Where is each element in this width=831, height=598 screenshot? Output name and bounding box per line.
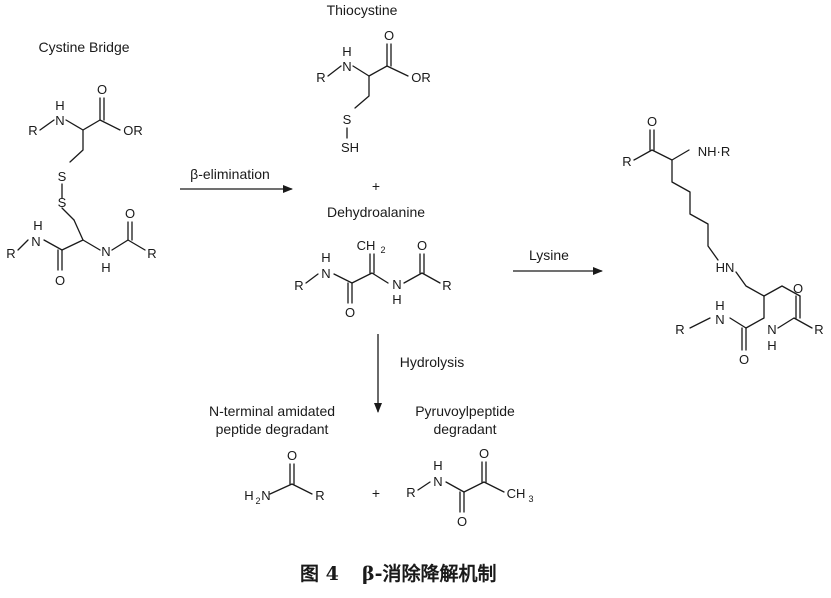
atom-or: OR [411,70,431,85]
atom-o: O [97,82,107,97]
atom-sh: SH [341,140,359,155]
atom-r: R [814,322,823,337]
atom-s: S [343,112,352,127]
subscript: 3 [528,494,533,504]
atom-r: R [316,70,325,85]
n-terminal-label-line1: N-terminal amidated [209,403,335,419]
cystine-bridge-label: Cystine Bridge [38,39,129,55]
cystine-bridge-structure: Cystine Bridge R N H O OR S S H N R O N … [6,39,156,288]
atom-r: R [442,278,451,293]
n-terminal-amide-structure: N-terminal amidated peptide degradant H … [209,403,335,506]
dehydroalanine-label: Dehydroalanine [327,204,425,220]
plus-sign: + [372,178,380,194]
atom-o: O [739,352,749,367]
atom-o: O [55,273,65,288]
atom-r: R [294,278,303,293]
atom-o: O [479,446,489,461]
pyruvoyl-peptide-structure: Pyruvoylpeptide degradant H N R O O CH 3 [406,403,533,529]
pyruvoyl-label-line1: Pyruvoylpeptide [415,403,515,419]
subscript: 2 [380,245,385,255]
atom-n: N [342,59,351,74]
hydrolysis-label: Hydrolysis [400,354,465,370]
atom-h: H [321,250,330,265]
atom-r: R [6,246,15,261]
figure-caption: β-消除降解机制 [362,562,497,585]
plus-sign: + [372,485,380,501]
atom-o: O [793,281,803,296]
atom-o: O [384,28,394,43]
atom-o: O [647,114,657,129]
atom-h: H [33,218,42,233]
atom-h: H [433,458,442,473]
atom-h: H [244,488,253,503]
atom-ch: CH [357,238,376,253]
atom-o: O [125,206,135,221]
atom-r: R [406,485,415,500]
atom-o: O [417,238,427,253]
atom-or: OR [123,123,143,138]
atom-n: N [55,113,64,128]
beta-elimination-label: β-elimination [190,166,270,182]
lysine-label: Lysine [529,247,569,263]
atom-r: R [28,123,37,138]
dehydroalanine-structure: Dehydroalanine H N R O CH 2 N H O R [294,204,451,320]
atom-s: S [58,169,67,184]
atom-n: N [767,322,776,337]
atom-r: R [315,488,324,503]
lysinoalanine-structure: R O NH·R HN H N R O N H O R [622,114,823,367]
pyruvoyl-label-line2: degradant [433,421,496,437]
atom-n: N [261,488,270,503]
subscript: 2 [255,496,260,506]
atom-r: R [147,246,156,261]
atom-hn: HN [716,260,735,275]
figure-number: 图 4 [300,563,339,585]
atom-n: N [31,234,40,249]
atom-n: N [101,244,110,259]
atom-n: N [392,277,401,292]
thiocystine-label: Thiocystine [327,2,398,18]
atom-ch: CH [507,486,526,501]
atom-o: O [345,305,355,320]
atom-h: H [767,338,776,353]
atom-n: N [433,474,442,489]
atom-r: R [622,154,631,169]
thiocystine-structure: Thiocystine R N H O OR S SH [316,2,430,155]
atom-h: H [342,44,351,59]
atom-o: O [457,514,467,529]
atom-n: N [321,266,330,281]
atom-h: H [715,298,724,313]
atom-nh-r: NH·R [698,144,731,159]
atom-r: R [675,322,684,337]
atom-o: O [287,448,297,463]
n-terminal-label-line2: peptide degradant [216,421,329,437]
atom-s: S [58,195,67,210]
atom-h: H [101,260,110,275]
atom-n: N [715,312,724,327]
atom-h: H [392,292,401,307]
atom-h: H [55,98,64,113]
